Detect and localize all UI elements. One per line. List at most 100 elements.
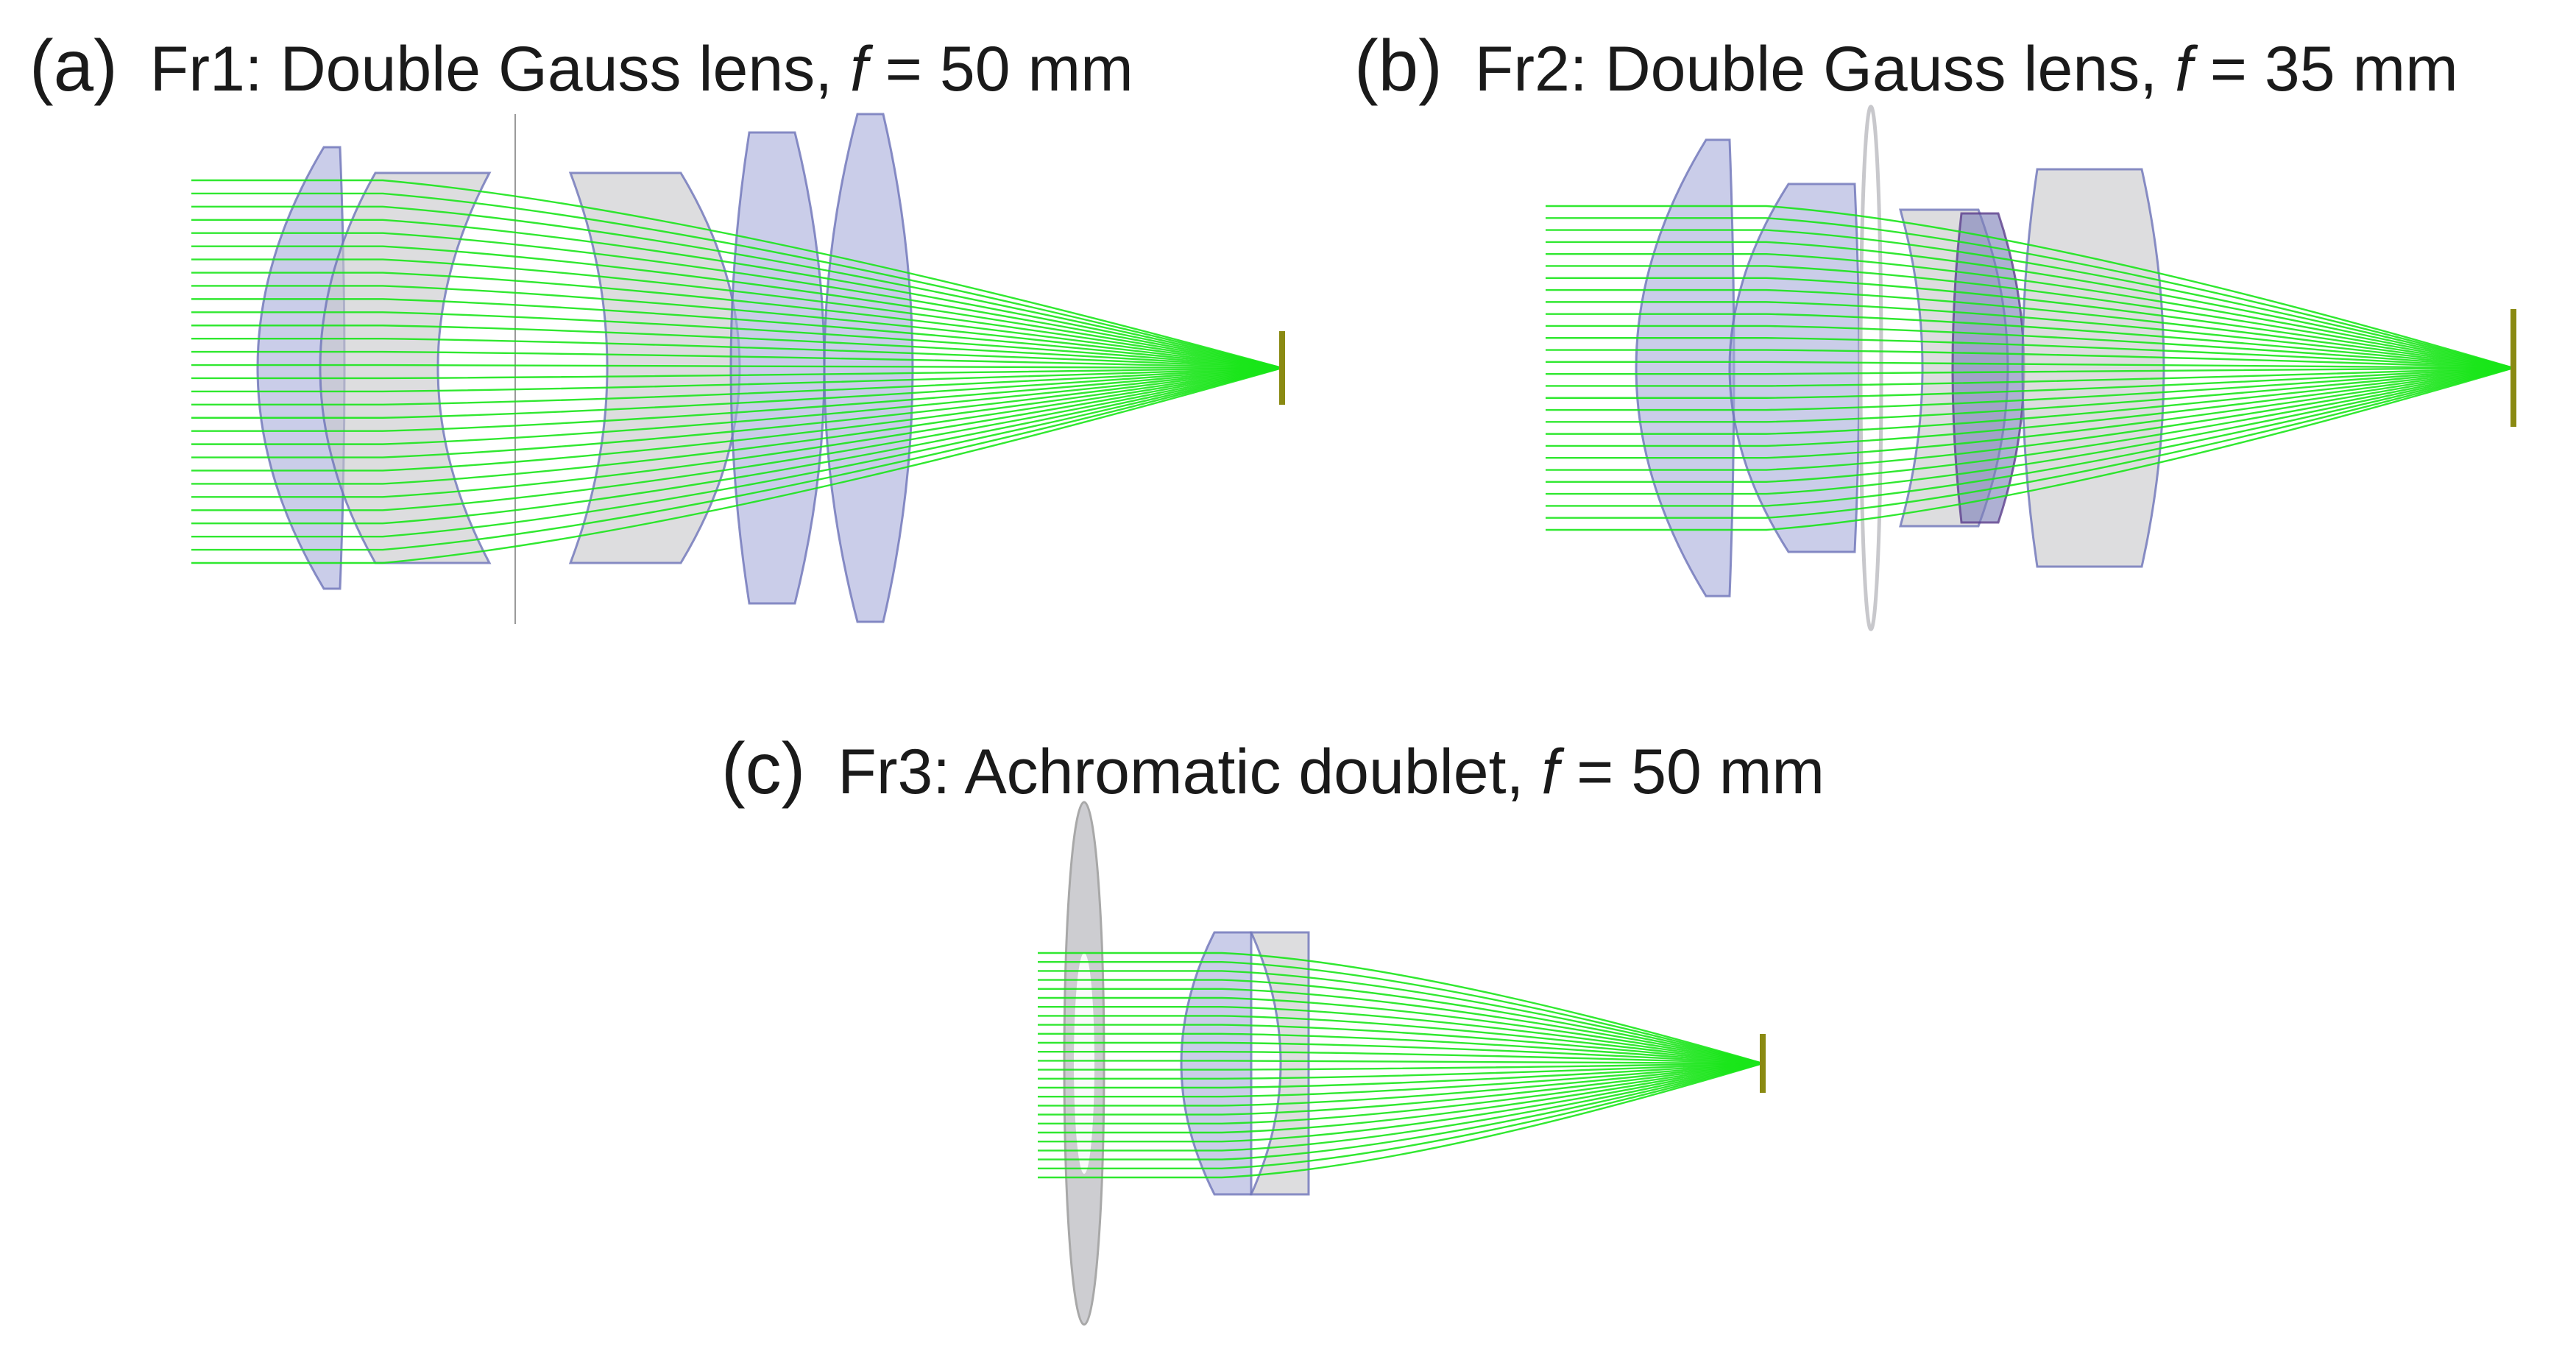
panel-b-letter: (b) <box>1354 25 1443 106</box>
panel-a-focal-symbol: f <box>850 34 868 104</box>
panel-a-ray-7 <box>191 272 1283 369</box>
panel-a-ray-20 <box>191 366 1283 445</box>
panel-a-ray-3 <box>191 219 1283 369</box>
panel-a-ray-25 <box>191 366 1283 511</box>
panel-c-diagram <box>1038 801 1766 1326</box>
panel-c-ray-18 <box>1038 1062 1763 1116</box>
panel-c-ray-1 <box>1038 961 1763 1065</box>
panel-a-ray-0 <box>191 179 1283 369</box>
panel-a-ray-24 <box>191 366 1283 498</box>
panel-b-ray-15 <box>1546 366 2514 387</box>
panel-a-ray-17 <box>191 366 1283 406</box>
panel-a-ray-22 <box>191 366 1283 472</box>
panel-b-detector <box>2510 309 2516 427</box>
panel-a-ray-28 <box>191 366 1283 551</box>
panel-c-ray-21 <box>1038 1062 1763 1143</box>
panel-b-ray-12 <box>1546 349 2514 369</box>
panel-b-ray-5 <box>1546 265 2514 369</box>
panel-a-ray-27 <box>191 366 1283 538</box>
panel-b-title: (b)Fr2: Double Gauss lens, f = 35 mm <box>1354 29 2458 102</box>
panel-a-ray-9 <box>191 298 1283 369</box>
panel-a-focal-value: = 50 mm <box>867 34 1133 104</box>
panel-b-focal-value: = 35 mm <box>2192 34 2458 104</box>
panel-b-focal-symbol: f <box>2175 34 2193 104</box>
panel-c-ray-14 <box>1038 1062 1763 1080</box>
panel-c-ray-10 <box>1038 1041 1763 1065</box>
panel-b-ray-7 <box>1546 288 2514 369</box>
panel-a-lens-2 <box>319 171 492 564</box>
panel-a-ray-14 <box>191 364 1283 369</box>
panel-b-lens-5 <box>2021 168 2165 568</box>
panel-b-ray-16 <box>1546 366 2514 399</box>
panel-c-ray-19 <box>1038 1062 1763 1124</box>
panel-a-ray-16 <box>191 366 1283 393</box>
panel-b-ray-13 <box>1546 361 2514 369</box>
panel-a-ray-19 <box>191 366 1283 432</box>
panel-b-ray-19 <box>1546 366 2514 435</box>
panel-a-ray-18 <box>191 366 1283 419</box>
panel-b-ray-23 <box>1546 366 2514 483</box>
panel-a-ray-15 <box>191 366 1283 380</box>
panel-b-ray-22 <box>1546 366 2514 471</box>
panel-c-ray-25 <box>1038 1062 1763 1179</box>
panel-c-ray-2 <box>1038 970 1763 1065</box>
panel-b-ray-0 <box>1546 205 2514 369</box>
panel-c-detector <box>1760 1034 1766 1093</box>
panel-a-lens-5 <box>823 113 914 623</box>
panel-c-ray-24 <box>1038 1062 1763 1169</box>
panel-b-title-text: Fr2: Double Gauss lens, <box>1474 34 2175 104</box>
panel-c-letter: (c) <box>721 728 806 809</box>
panel-a-ray-23 <box>191 366 1283 485</box>
panel-c-ray-13 <box>1038 1062 1763 1071</box>
panel-a-ray-1 <box>191 192 1283 369</box>
panel-a-lens-3 <box>568 171 741 564</box>
panel-a-ray-4 <box>191 232 1283 369</box>
panel-a-ray-6 <box>191 258 1283 369</box>
panel-b-ray-25 <box>1546 366 2514 507</box>
panel-c-ray-17 <box>1038 1062 1763 1107</box>
panel-a-letter: (a) <box>29 25 118 106</box>
panel-c-ray-8 <box>1038 1024 1763 1065</box>
panel-b-ray-17 <box>1546 366 2514 411</box>
panel-b-ray-8 <box>1546 301 2514 369</box>
panel-b-ray-24 <box>1546 366 2514 495</box>
panel-c-window-hole <box>1074 953 1094 1174</box>
panel-b-ray-9 <box>1546 313 2514 369</box>
panel-a-ray-29 <box>191 366 1283 564</box>
panel-c-ray-12 <box>1038 1060 1763 1065</box>
panel-c-ray-22 <box>1038 1062 1763 1152</box>
panel-a-ray-2 <box>191 205 1283 369</box>
panel-a-ray-13 <box>191 350 1283 369</box>
panel-a-lens-4 <box>729 131 826 605</box>
panel-b-lens-1 <box>1635 138 1735 598</box>
panel-c-ray-15 <box>1038 1062 1763 1089</box>
panel-a-ray-12 <box>191 337 1283 369</box>
panel-c-ray-23 <box>1038 1062 1763 1161</box>
panel-b-ray-1 <box>1546 217 2514 369</box>
panel-b-ray-4 <box>1546 252 2514 369</box>
panel-b-lens-2 <box>1728 183 1861 553</box>
panel-c-ray-11 <box>1038 1051 1763 1065</box>
panel-b-ray-2 <box>1546 229 2514 369</box>
panel-a-ray-26 <box>191 366 1283 525</box>
panel-c-ray-6 <box>1038 1006 1763 1065</box>
panel-c-focal-value: = 50 mm <box>1559 737 1825 807</box>
panel-b-ray-10 <box>1546 325 2514 369</box>
panel-a-diagram <box>191 113 1285 624</box>
panel-a-title: (a)Fr1: Double Gauss lens, f = 50 mm <box>29 29 1133 102</box>
panel-c-ray-0 <box>1038 952 1763 1065</box>
panel-b-ray-6 <box>1546 277 2514 369</box>
panel-b-ray-3 <box>1546 241 2514 369</box>
panel-c-ray-9 <box>1038 1032 1763 1065</box>
panel-c-ray-5 <box>1038 996 1763 1065</box>
panel-b-ray-26 <box>1546 366 2514 519</box>
panel-c-ray-3 <box>1038 979 1763 1065</box>
panel-a-ray-21 <box>191 366 1283 458</box>
panel-c-ray-20 <box>1038 1062 1763 1134</box>
panel-b-diagram <box>1546 104 2516 631</box>
panel-a-detector <box>1279 331 1285 405</box>
panel-b-ray-11 <box>1546 337 2514 369</box>
panel-a-title-text: Fr1: Double Gauss lens, <box>149 34 850 104</box>
panel-c-focal-symbol: f <box>1541 737 1560 807</box>
